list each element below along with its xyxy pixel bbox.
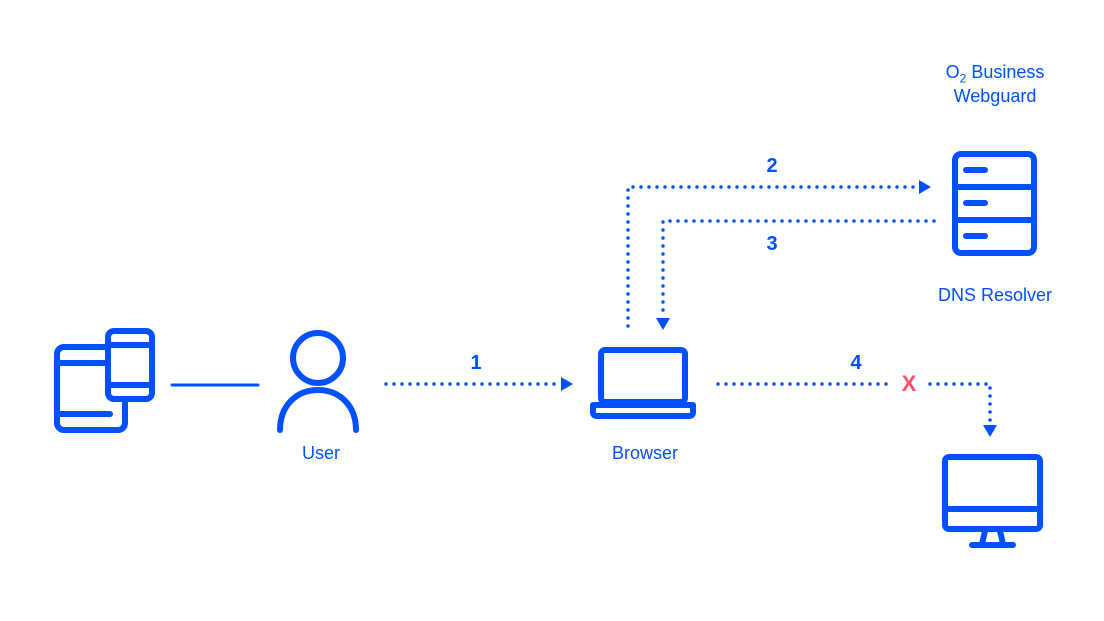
flow-4-line-b bbox=[928, 382, 992, 426]
webguard-label-line2: Webguard bbox=[953, 85, 1037, 106]
browser-label: Browser bbox=[611, 443, 679, 463]
tablet-phone-icon bbox=[54, 328, 155, 433]
dns-resolver-label: DNS Resolver bbox=[937, 285, 1053, 305]
user-label: User bbox=[301, 443, 341, 463]
step-1-label: 1 bbox=[470, 352, 482, 374]
flow-1-arrowhead bbox=[561, 377, 573, 391]
flow-3-line bbox=[661, 219, 936, 318]
step-3-label: 3 bbox=[766, 233, 778, 255]
flow-2-line bbox=[626, 185, 918, 328]
webguard-label: O2 Business Webguard bbox=[946, 62, 1045, 108]
server-icon bbox=[952, 151, 1037, 256]
blocked-x-mark: X bbox=[901, 371, 917, 396]
laptop-icon bbox=[590, 347, 696, 419]
flow-4-arrowhead bbox=[983, 425, 997, 437]
flow-2-arrowhead bbox=[919, 180, 931, 194]
step-4-label: 4 bbox=[850, 352, 862, 374]
webguard-label-line1: O2 Business bbox=[945, 62, 1045, 86]
step-2-label: 2 bbox=[766, 155, 778, 177]
flow-3-arrowhead bbox=[656, 318, 670, 330]
monitor-icon bbox=[942, 454, 1043, 548]
user-icon bbox=[277, 330, 359, 433]
